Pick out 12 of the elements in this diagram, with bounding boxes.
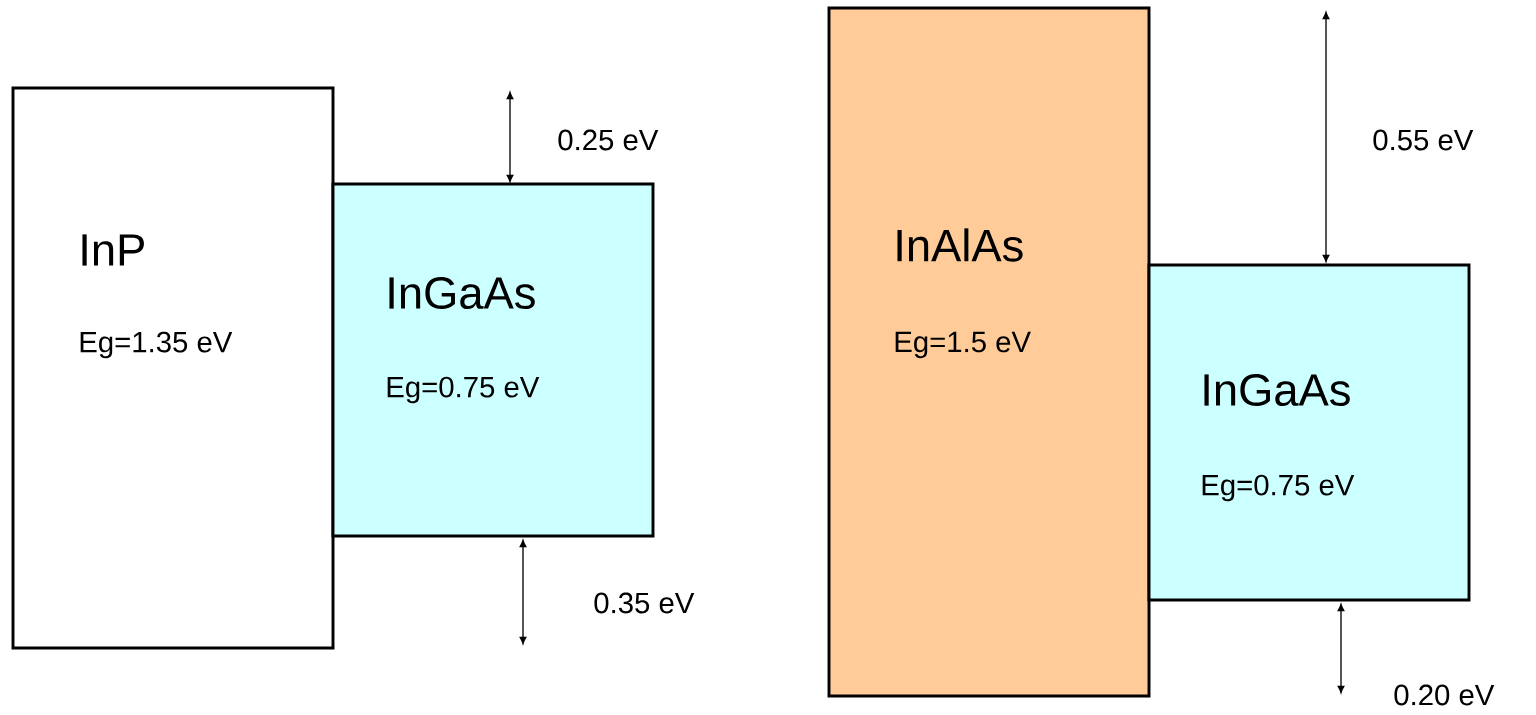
offset-label: 0.20 eV [1394,684,1495,706]
material-name: InGaAs [389,276,535,310]
bandgap-label: Eg=0.75 eV [1202,474,1355,502]
offset-label: 0.35 eV [594,592,695,614]
material-name: InAlAs [897,228,1023,262]
bandgap-label: Eg=1.5 eV [895,331,1031,359]
material-name: InGaAs [1204,373,1350,407]
bandgap-label: Eg=1.35 eV [80,331,233,359]
material-name: InP [82,234,144,266]
offset-label: 0.25 eV [558,129,659,151]
offset-label: 0.55 eV [1373,129,1474,151]
bandgap-label: Eg=0.75 eV [387,376,540,404]
